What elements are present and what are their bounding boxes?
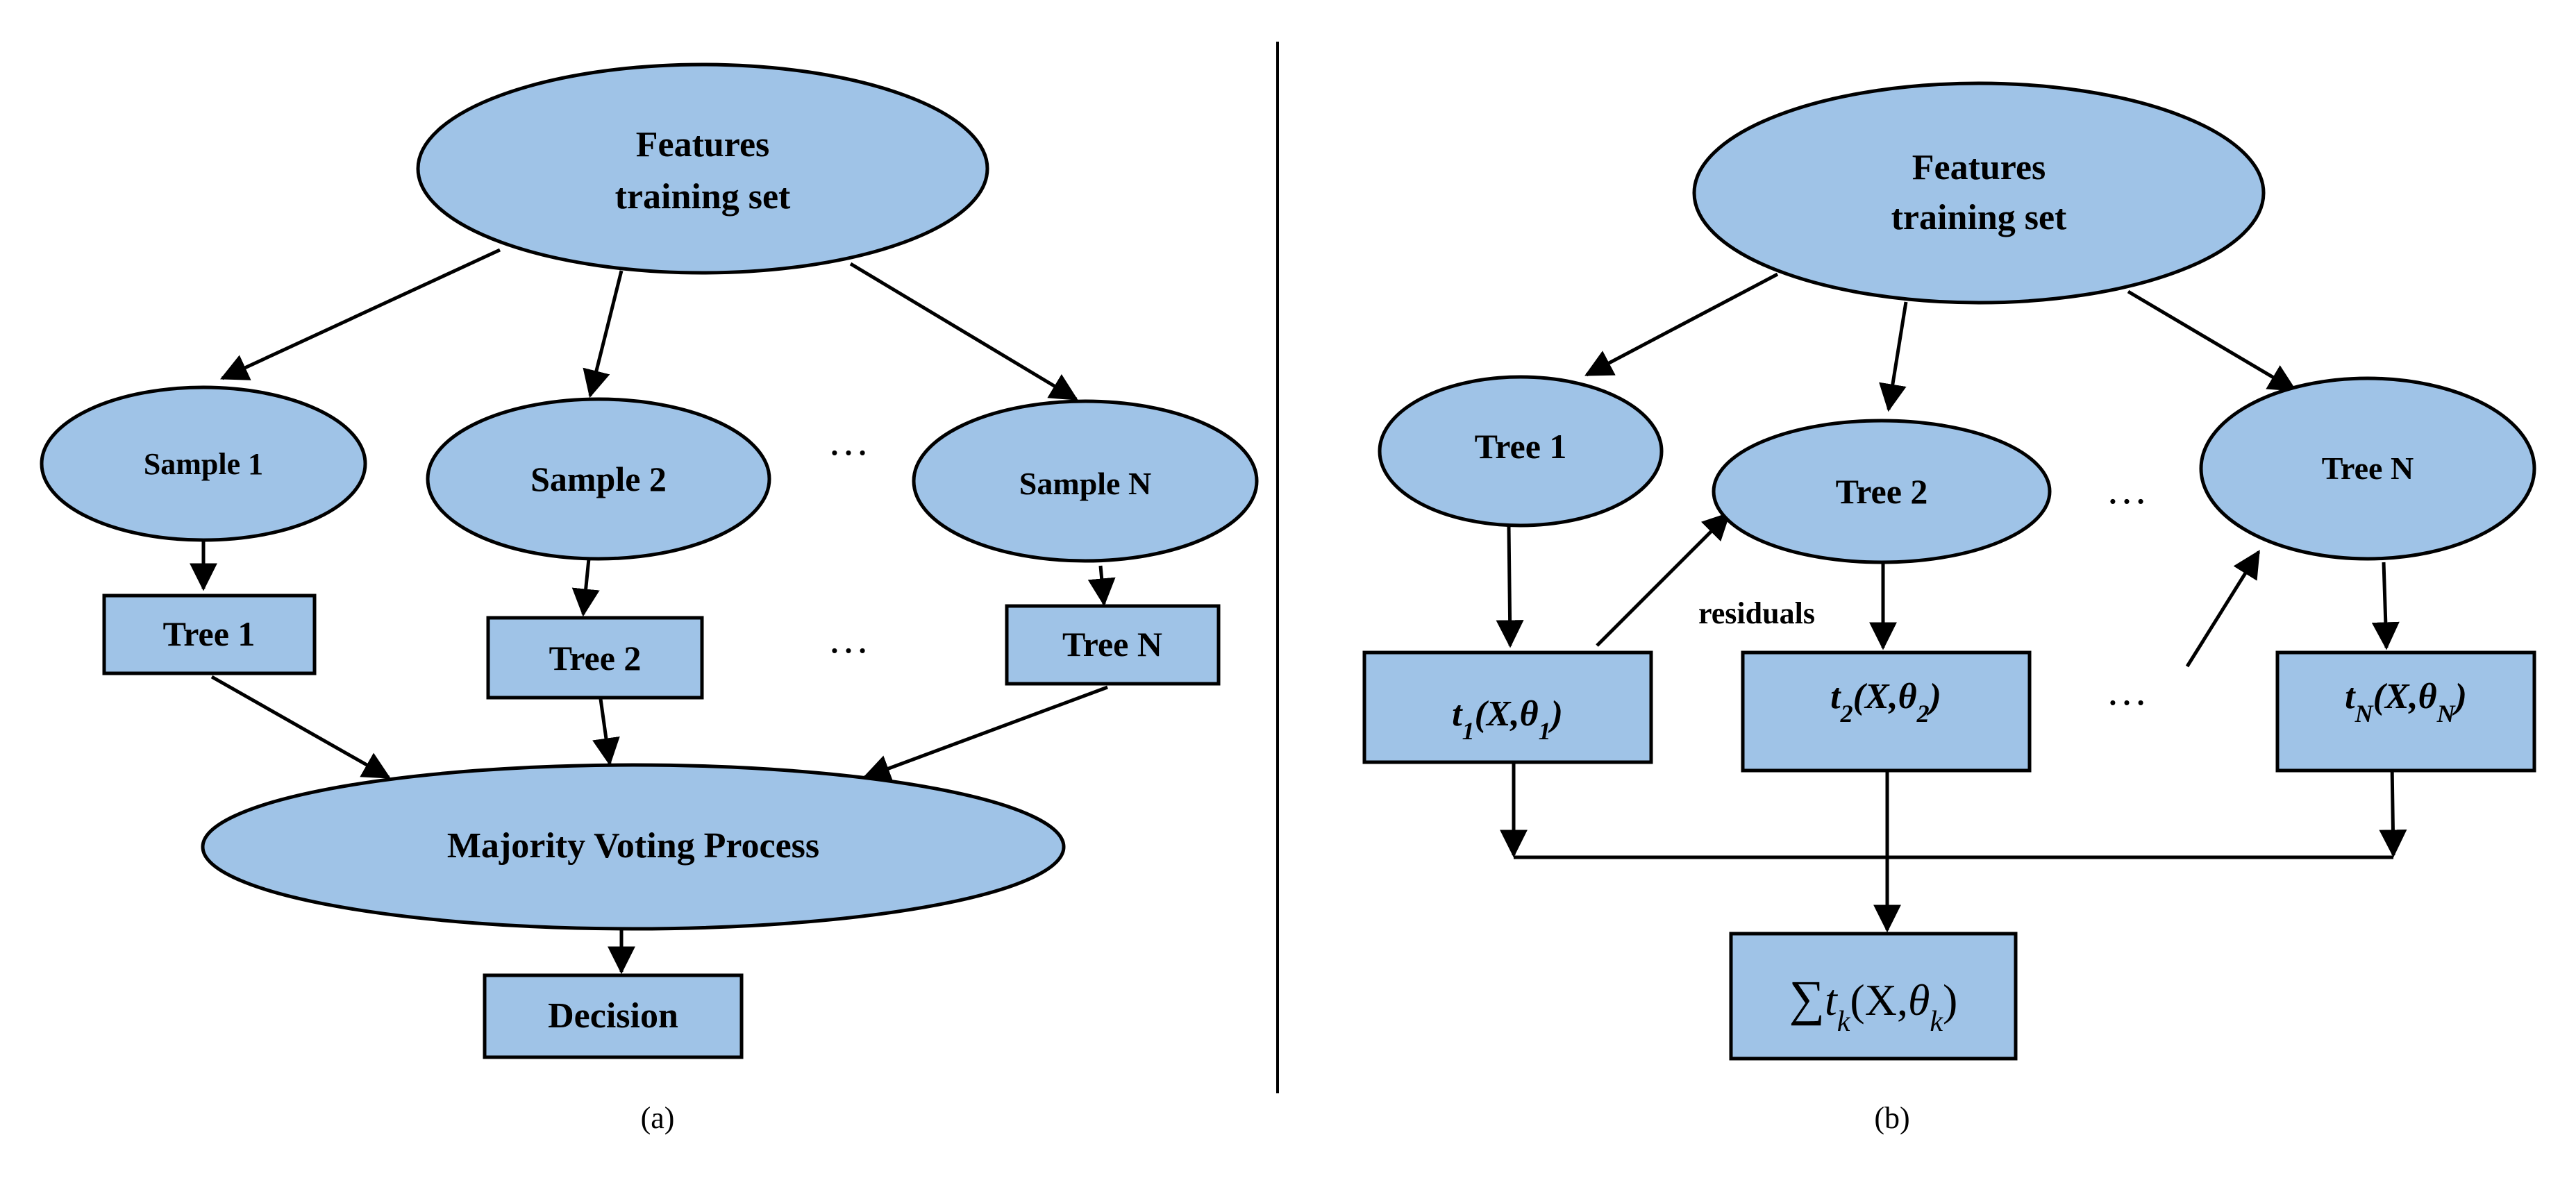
majority-voting-label: Majority Voting Process [447, 826, 819, 866]
tree-2-box [486, 616, 704, 700]
edge-residuals-to-tree2 [1596, 512, 1731, 647]
tree-n-label: Tree N [1062, 625, 1162, 664]
edge-treeN-voting [862, 685, 1108, 782]
edge-root-tree1 [1584, 272, 1779, 377]
features-training-set-node [1692, 81, 2266, 305]
edge-sample2-tree2 [571, 558, 600, 617]
samples-ellipsis: … [828, 418, 869, 464]
decision-box [483, 973, 744, 1059]
model-1-formula: t1(X,θ1) [1452, 694, 1563, 745]
sample-n-node [912, 399, 1259, 563]
model-1-box [1362, 650, 1653, 764]
edge-tree2-voting [592, 698, 620, 766]
panel-a-caption: (a) [641, 1101, 675, 1135]
sample-1-node [40, 385, 367, 542]
model-2-box [1741, 650, 2032, 773]
majority-voting-node [201, 763, 1066, 931]
edge-root-tree2 [1879, 301, 1908, 412]
model-n-formula: tN(X,θN) [2345, 677, 2467, 727]
edge-sampleN-treeN [1087, 565, 1116, 607]
edge-treeN-modelN [2371, 562, 2400, 650]
edge-modelN-down [2379, 763, 2407, 858]
edge-root-sample2 [583, 270, 624, 398]
sum-box [1729, 932, 2018, 1061]
tree-1-label: Tree 1 [163, 614, 256, 653]
panel-b: Features training set Tree 1 Tree 2 Tree… [1362, 81, 2536, 1135]
edge-tree1-voting [210, 675, 391, 780]
tree-n-box [1005, 604, 1221, 686]
tree-2-label: Tree 2 [549, 639, 642, 678]
trees-ellipsis: … [828, 616, 869, 662]
sum-formula: ∑tk(X,θk) [1789, 970, 1958, 1038]
edge-root-sampleN [849, 262, 1078, 401]
root-label-line2: training set [1891, 198, 2067, 237]
panel-b-caption: (b) [1874, 1101, 1909, 1135]
decision-label: Decision [548, 996, 678, 1036]
tree-1-node [1378, 375, 1664, 528]
tree-2-label: Tree 2 [1836, 472, 1928, 511]
sample-2-label: Sample 2 [530, 460, 667, 498]
tree-2-node [1712, 419, 2052, 564]
sample-2-node [426, 397, 771, 561]
edge-root-sample1 [219, 248, 501, 380]
sample-n-label: Sample N [1019, 466, 1151, 501]
model-2-formula: t2(X,θ2) [1830, 677, 1941, 727]
trees-ellipsis: … [2106, 466, 2148, 512]
edge-root-treeN [2127, 289, 2297, 392]
edge-residuals-to-treeN [2185, 550, 2261, 668]
edge-tree1-model1 [1496, 525, 1524, 648]
root-label-line2: training set [615, 177, 791, 217]
tree-1-box [102, 594, 317, 675]
sample-1-label: Sample 1 [144, 447, 263, 481]
tree-n-node [2199, 376, 2536, 561]
features-training-set-node [416, 62, 989, 275]
model-n-box [2275, 650, 2536, 773]
residuals-label: residuals [1698, 596, 1815, 630]
panel-a: Features training set Sample 1 Sample 2 … [40, 62, 1259, 1135]
tree-n-label: Tree N [2322, 451, 2414, 486]
root-label-line1: Features [1912, 148, 2046, 187]
models-ellipsis: … [2106, 668, 2148, 714]
tree-1-label: Tree 1 [1475, 427, 1567, 466]
root-label-line1: Features [636, 125, 770, 165]
